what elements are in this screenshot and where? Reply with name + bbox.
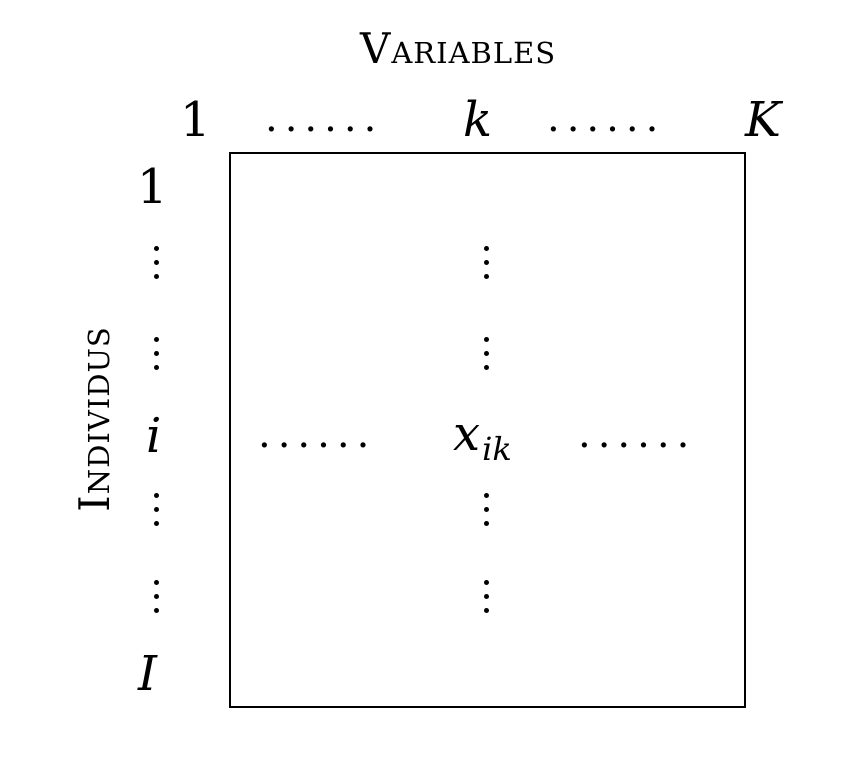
col-ellipsis-left: ...... [265,95,384,141]
col-k-vdots-1 [484,246,490,288]
variables-title: Variables [360,24,557,73]
cell-entry-var: x [453,406,481,462]
col-label-middle: k [463,92,493,148]
row-label-middle: i [146,408,162,464]
col-label-first: 1 [180,92,211,148]
row-label-first: 1 [137,159,168,215]
cell-entry-sub: ik [482,430,512,468]
col-k-vdots-3 [484,493,490,535]
cell-entry-xik: xik [453,410,512,465]
col-ellipsis-right: ...... [547,95,666,141]
col-label-last: K [745,92,781,148]
row-i-ellipsis-right: ...... [578,411,697,457]
row-vdots-1 [154,246,160,288]
row-vdots-4 [154,580,160,622]
data-matrix-box [229,152,746,708]
row-i-ellipsis-left: ...... [258,411,377,457]
row-label-last: I [138,646,157,702]
row-vdots-2 [154,337,160,379]
individus-title: Individus [70,326,119,512]
col-k-vdots-2 [484,337,490,379]
row-vdots-3 [154,493,160,535]
col-k-vdots-4 [484,580,490,622]
